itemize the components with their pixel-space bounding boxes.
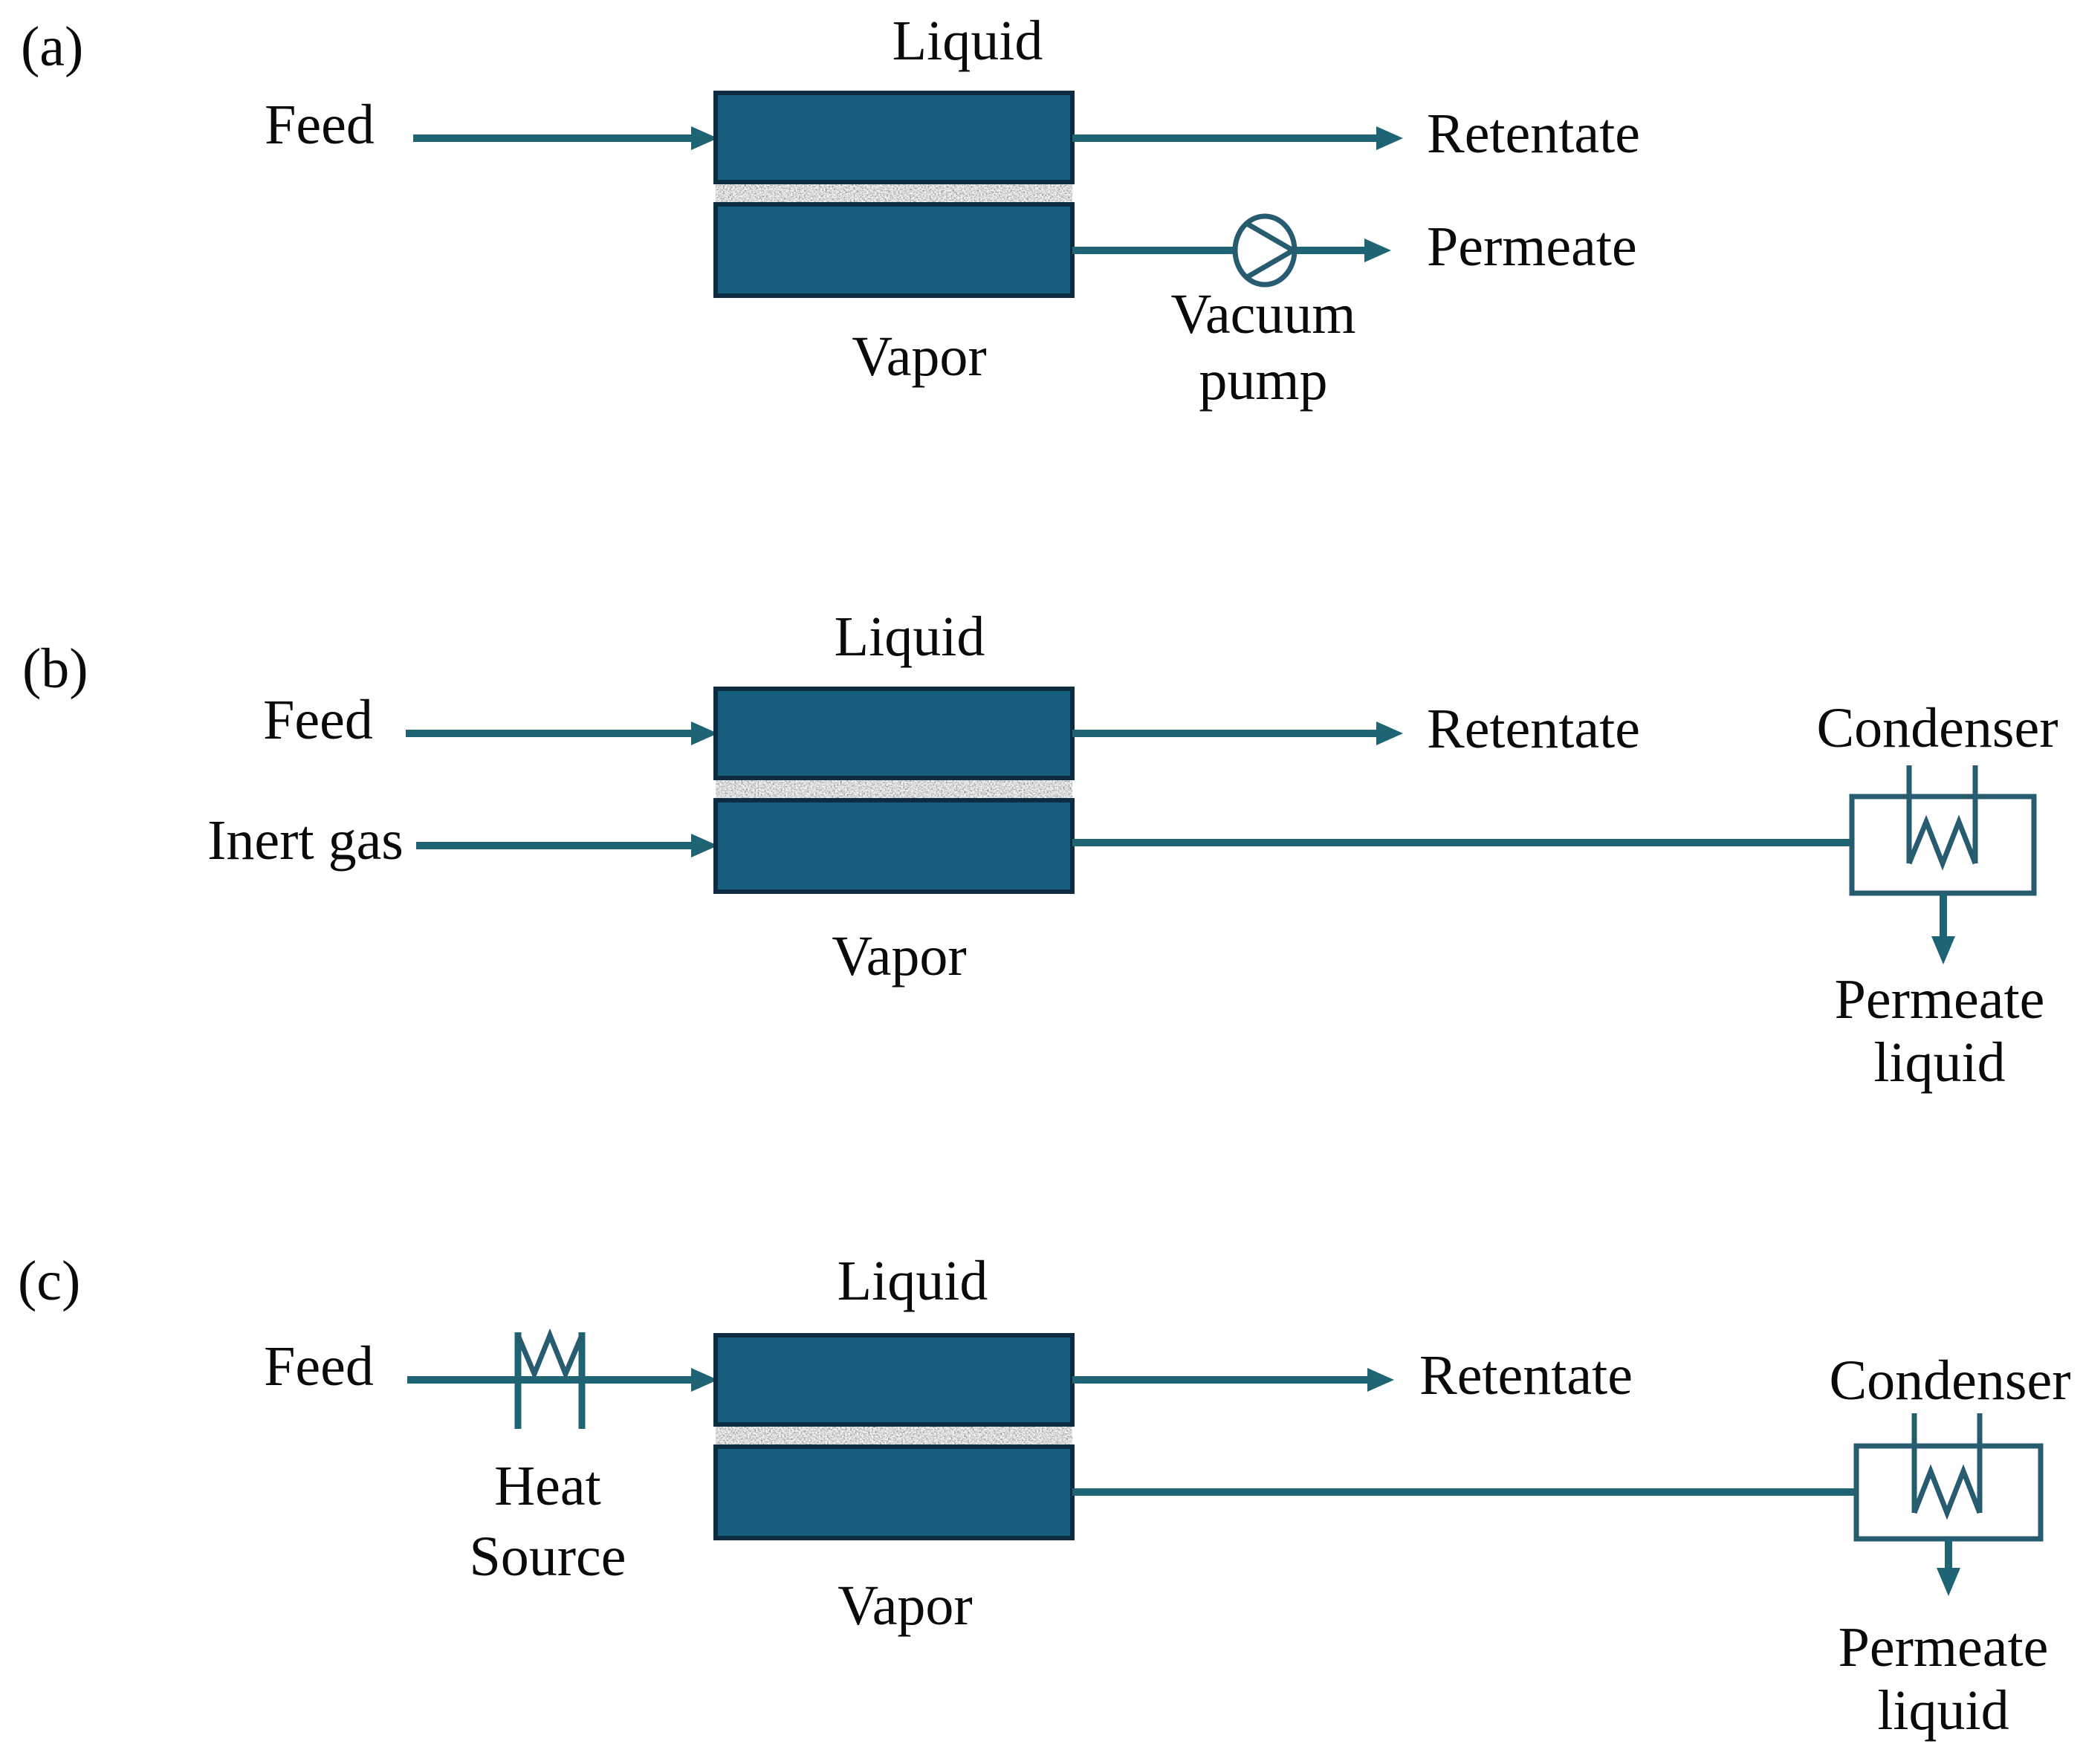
liquid-channel-b	[713, 687, 1075, 780]
heat-source-label-line1: Heat	[494, 1455, 601, 1517]
vapor-channel-a	[713, 202, 1075, 298]
vapor-channel-c	[713, 1444, 1075, 1540]
permeate-liquid-label-c: Permeate liquid	[1839, 1619, 2049, 1739]
feed-arrow-a	[413, 126, 718, 150]
membrane-module-c	[713, 1333, 1075, 1540]
condenser-label-b: Condenser	[1816, 697, 2058, 759]
section-label-a: (a)	[21, 16, 84, 78]
membrane-layer-c	[714, 1423, 1074, 1448]
condenser-label-c: Condenser	[1829, 1349, 2071, 1412]
retentate-label-c: Retentate	[1419, 1344, 1633, 1407]
heat-source-label: Heat Source	[469, 1458, 626, 1585]
retentate-arrow-a	[1072, 126, 1403, 150]
membrane-layer-b	[714, 776, 1074, 802]
permeate-down-arrow-c	[1937, 1539, 1960, 1596]
liquid-label-a: Liquid	[892, 10, 1043, 72]
inert-gas-label: Inert gas	[207, 809, 404, 872]
liquid-channel-a	[713, 91, 1075, 184]
permeate-liquid-label-b: Permeate liquid	[1835, 971, 2045, 1091]
heat-source-label-line2: Source	[469, 1525, 626, 1588]
diagram-b	[406, 687, 2037, 964]
membrane-module-b	[713, 687, 1075, 894]
vacuum-pump-label-line1: Vacuum	[1170, 283, 1356, 346]
retentate-arrow-c	[1072, 1368, 1394, 1392]
permeate-line-a	[1072, 239, 1391, 262]
liquid-channel-c	[713, 1333, 1075, 1427]
vapor-label-b: Vapor	[832, 925, 967, 988]
inert-gas-arrow-b	[416, 834, 718, 857]
membrane-module-a	[713, 91, 1075, 298]
heat-source-icon	[514, 1328, 586, 1429]
vacuum-pump-label-line2: pump	[1199, 349, 1328, 412]
retentate-arrow-b	[1072, 722, 1403, 745]
vacuum-pump-icon	[1232, 213, 1298, 288]
feed-arrow-c	[407, 1368, 718, 1392]
liquid-label-b: Liquid	[834, 606, 985, 668]
retentate-label-b: Retentate	[1427, 698, 1640, 760]
diagram-c	[407, 1328, 2044, 1596]
section-label-c: (c)	[18, 1250, 81, 1312]
permeate-liquid-label-c-line1: Permeate	[1838, 1616, 2049, 1679]
membrane-layer-a	[714, 181, 1074, 206]
diagram-a	[413, 91, 1403, 298]
retentate-label-a: Retentate	[1427, 103, 1640, 165]
permeate-down-arrow-b	[1931, 893, 1955, 964]
feed-label-a: Feed	[265, 94, 375, 156]
condenser-icon-c	[1853, 1413, 2044, 1542]
permeate-liquid-label-b-line2: liquid	[1873, 1031, 2006, 1094]
permeate-liquid-label-c-line2: liquid	[1877, 1679, 2009, 1742]
permeate-liquid-label-b-line1: Permeate	[1834, 968, 2045, 1031]
liquid-label-c: Liquid	[837, 1250, 988, 1312]
feed-label-b: Feed	[263, 689, 373, 751]
vapor-channel-b	[713, 798, 1075, 894]
feed-arrow-b	[406, 722, 718, 745]
section-label-b: (b)	[22, 638, 88, 700]
vapor-label-a: Vapor	[852, 325, 987, 388]
vacuum-pump-label: Vacuum pump	[1170, 286, 1355, 409]
vapor-label-c: Vapor	[838, 1575, 973, 1637]
feed-label-c: Feed	[264, 1335, 374, 1398]
condenser-icon-b	[1849, 765, 2037, 896]
permeate-label-a: Permeate	[1427, 215, 1637, 278]
